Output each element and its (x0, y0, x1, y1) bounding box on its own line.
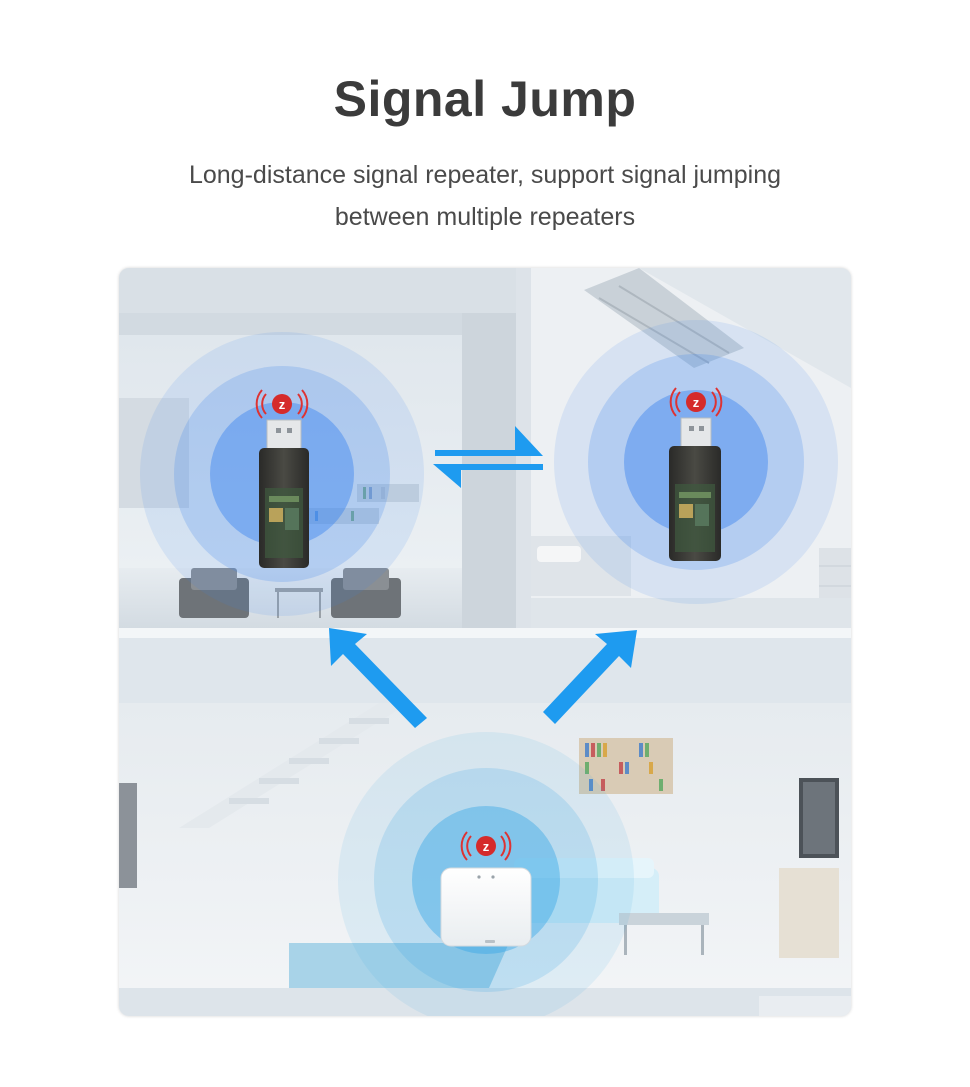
page-title: Signal Jump (333, 71, 637, 127)
badge-letter: z (279, 397, 286, 412)
badge-letter: z (693, 395, 700, 410)
bidirectional-arrow-icon (433, 426, 543, 488)
zigbee-gateway: z (440, 831, 532, 947)
usb-repeater-right: z (669, 387, 723, 561)
subtitle-line-2: between multiple repeaters (334, 203, 636, 231)
zigbee-badge-icon: z (460, 831, 512, 861)
badge-letter: z (483, 839, 490, 854)
living-room (119, 703, 851, 1016)
zigbee-badge-icon: z (669, 387, 723, 417)
left-room (119, 313, 462, 628)
arrow-up-right-icon (543, 630, 637, 724)
house-illustration: z z (119, 268, 851, 1016)
zigbee-badge-icon: z (255, 389, 309, 419)
usb-repeater-left: z (255, 389, 309, 568)
arrow-up-left-icon (329, 628, 427, 728)
subtitle-line-1: Long-distance signal repeater, support s… (188, 161, 782, 189)
page-subtitle: Long-distance signal repeater, support s… (0, 154, 970, 238)
right-room (531, 268, 851, 628)
